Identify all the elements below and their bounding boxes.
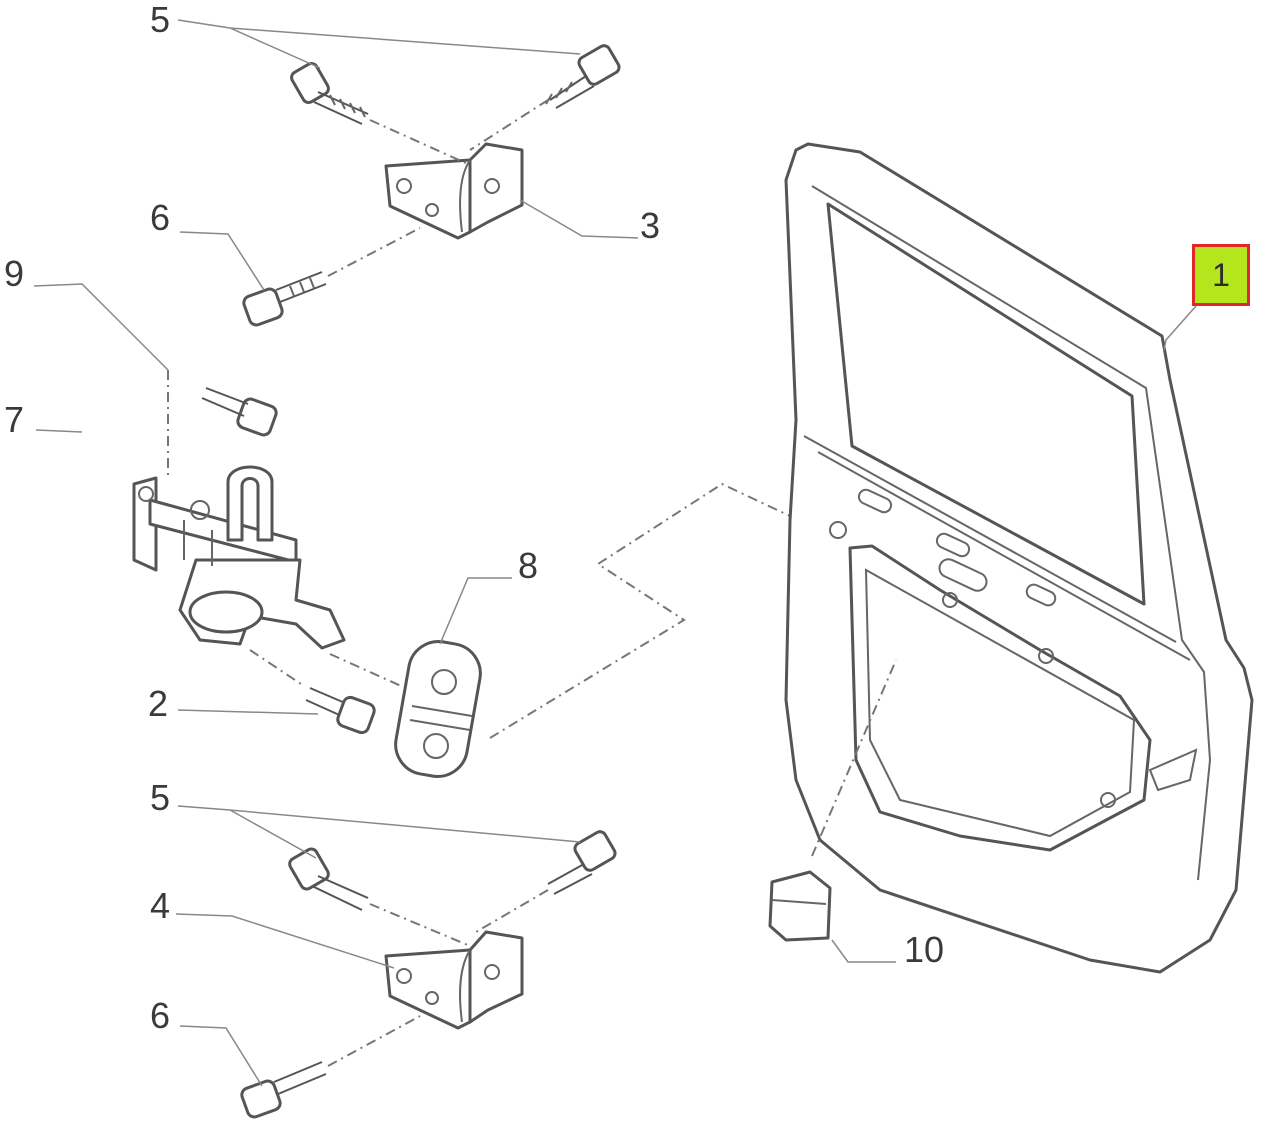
bolt-9 [201, 387, 278, 437]
callout-2: 2 [148, 683, 169, 724]
striker-8 [394, 640, 482, 778]
rear-door-1 [784, 142, 1254, 974]
callout-4: 4 [150, 885, 171, 926]
leader-10 [831, 939, 896, 963]
highlighted-callout-1[interactable]: 1 [1192, 244, 1250, 306]
leader-3 [519, 199, 639, 239]
leader-9 [33, 283, 169, 371]
leader-4 [175, 913, 395, 969]
leader-5-top [177, 19, 581, 69]
callout-5-bottom: 5 [150, 777, 171, 818]
callout-10: 10 [904, 929, 945, 970]
hinge-4-lower [384, 930, 524, 1030]
bolt-5-top-left [290, 61, 369, 125]
callout-3: 3 [640, 205, 661, 246]
callout-5-top: 5 [150, 0, 171, 40]
leader-6-bottom [179, 1025, 263, 1087]
callout-6-top: 6 [150, 197, 171, 238]
callout-8: 8 [518, 545, 539, 586]
bolt-5-top-right [545, 44, 621, 109]
leader-1 [1163, 305, 1197, 351]
leader-6-top [179, 231, 265, 291]
bolt-2 [305, 687, 376, 735]
bolt-6-bottom [240, 1061, 327, 1119]
callout-9: 9 [4, 253, 25, 294]
plug-10 [768, 870, 832, 942]
door-check-7 [132, 465, 346, 650]
callout-7: 7 [4, 399, 25, 440]
leader-5-bottom [177, 805, 581, 859]
bolt-6-top [242, 271, 327, 327]
hinge-3-upper [384, 142, 524, 240]
callout-1: 1 [1212, 256, 1230, 293]
leader-2 [177, 709, 319, 715]
leader-8 [439, 577, 512, 645]
bolt-5-bottom-left [288, 847, 369, 911]
leader-7 [35, 429, 83, 433]
striker-to-door-guide [489, 482, 791, 739]
bolt-5-bottom-right [547, 830, 617, 895]
callout-6-bottom: 6 [150, 995, 171, 1036]
